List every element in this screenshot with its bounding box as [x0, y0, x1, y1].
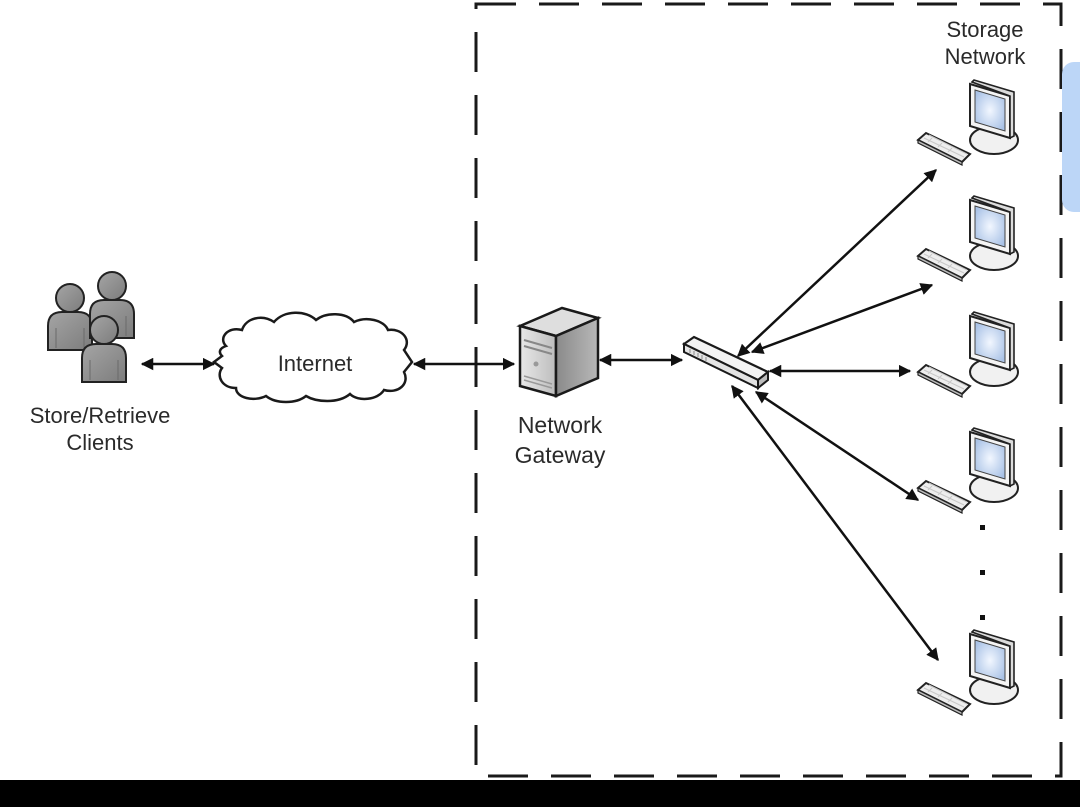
storage-network-label-line1: Storage — [946, 17, 1024, 42]
cloud-icon — [211, 311, 414, 404]
edge-switch-node-5 — [731, 385, 939, 661]
storage-node-5 — [917, 629, 1019, 716]
side-panel-tab[interactable] — [1062, 62, 1080, 212]
storage-network-label-line2: Network — [944, 44, 1026, 69]
bottom-bar — [0, 780, 1080, 807]
storage-node-2 — [917, 195, 1019, 282]
gateway-label: Network Gateway — [480, 410, 640, 470]
gateway-label-line1: Network — [517, 412, 603, 438]
clients-label-line1: Store/Retrieve — [29, 403, 171, 428]
internet-label: Internet — [277, 351, 353, 376]
clients-label: Store/Retrieve Clients — [0, 402, 200, 456]
storage-network-boundary — [474, 2, 1063, 778]
storage-network-label: Storage Network — [910, 16, 1060, 70]
edge-switch-node-1 — [737, 169, 937, 357]
clients-label-line2: Clients — [66, 430, 134, 455]
storage-node-4 — [917, 427, 1019, 514]
connections — [140, 169, 939, 661]
users-group-icon — [47, 271, 135, 383]
storage-node-1 — [917, 79, 1019, 166]
storage-node-3 — [917, 311, 1019, 398]
gateway-label-line2: Gateway — [514, 442, 606, 468]
network-switch-icon — [681, 335, 771, 391]
edge-switch-node-4 — [754, 390, 920, 502]
server-tower-icon — [516, 306, 602, 398]
edge-switch-node-2 — [750, 283, 934, 354]
vertical-ellipsis — [980, 525, 985, 620]
